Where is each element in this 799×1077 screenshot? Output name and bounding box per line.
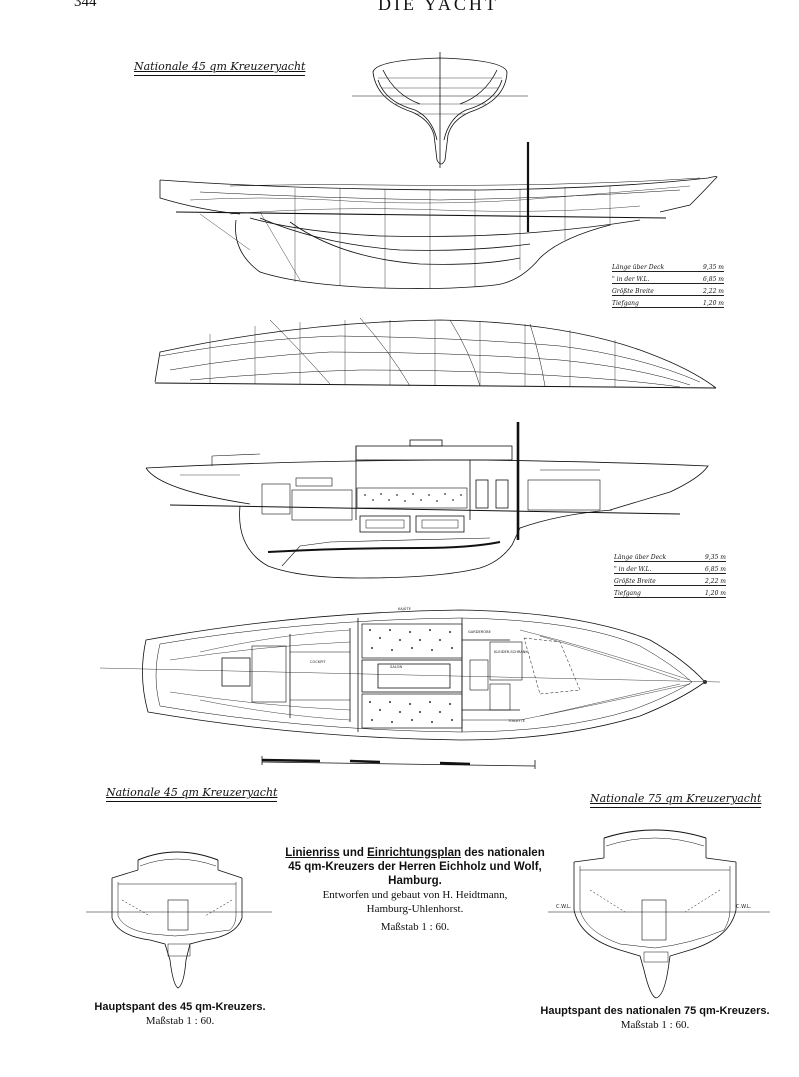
- caption-left-scale: Maßstab 1 : 60.: [145, 1015, 215, 1027]
- drawing-title-bottom-left: Nationale 45 qm Kreuzeryacht: [106, 786, 278, 802]
- caption-line-4: Entworfen und gebaut von H. Heidtmann,: [322, 889, 508, 901]
- drawing-title-bottom-right: Nationale 75 qm Kreuzeryacht: [590, 792, 762, 808]
- settee-pattern-interior: [364, 493, 462, 502]
- midship-section-right: [548, 829, 770, 999]
- label-toilette: TOILETTE: [507, 719, 526, 723]
- caption-right-title: Hauptspant des nationalen 75 qm-Kreuzers…: [540, 1005, 770, 1017]
- caption-right: Hauptspant des nationalen 75 qm-Kreuzers…: [524, 1004, 786, 1032]
- interior-profile: [145, 422, 709, 579]
- caption-right-scale: Maßstab 1 : 60.: [620, 1019, 690, 1031]
- label-kleider: KLEIDER-SCHRANK: [494, 650, 528, 654]
- main-caption: Linienriss und Einrichtungsplan des nati…: [285, 846, 545, 934]
- publication-title: DIE YACHT: [378, 0, 499, 14]
- midship-section-left: [86, 851, 272, 989]
- dimension-row: " in der W.L.6,85 m: [614, 566, 726, 574]
- caption-left: Hauptspant des 45 qm-Kreuzers. Maßstab 1…: [60, 1000, 300, 1028]
- waterline-label-left: C.W.L.: [556, 904, 572, 910]
- caption-line-1: Linienriss und Einrichtungsplan des nati…: [285, 847, 545, 859]
- caption-line-3: Hamburg.: [388, 875, 442, 887]
- label-cockpit: COCKPIT: [310, 660, 326, 664]
- caption-line-2: 45 qm-Kreuzers der Herren Eichholz und W…: [288, 861, 542, 873]
- body-plan-section: [352, 52, 528, 168]
- label-garderobe: GARDEROBE: [468, 630, 492, 634]
- page-number: 344: [74, 0, 97, 10]
- settee-pattern-plan: [369, 629, 707, 723]
- dimension-row: " in der W.L.6,85 m: [612, 276, 724, 284]
- deck-plan: [99, 609, 721, 741]
- scale-bar: [261, 756, 536, 769]
- waterline-label-right: C.W.L.: [736, 904, 752, 910]
- caption-line-5: Hamburg-Uhlenhorst.: [366, 903, 464, 915]
- profile-lines-plan: [159, 142, 718, 289]
- label-kajuete: KAJÜTE: [398, 606, 412, 611]
- caption-left-title: Hauptspant des 45 qm-Kreuzers.: [94, 1001, 266, 1013]
- label-salon: SALON: [390, 665, 403, 669]
- drawing-title-top: Nationale 45 qm Kreuzeryacht: [134, 60, 306, 76]
- caption-line-6: Maßstab 1 : 60.: [380, 921, 450, 933]
- half-breadth-plan: [154, 317, 717, 389]
